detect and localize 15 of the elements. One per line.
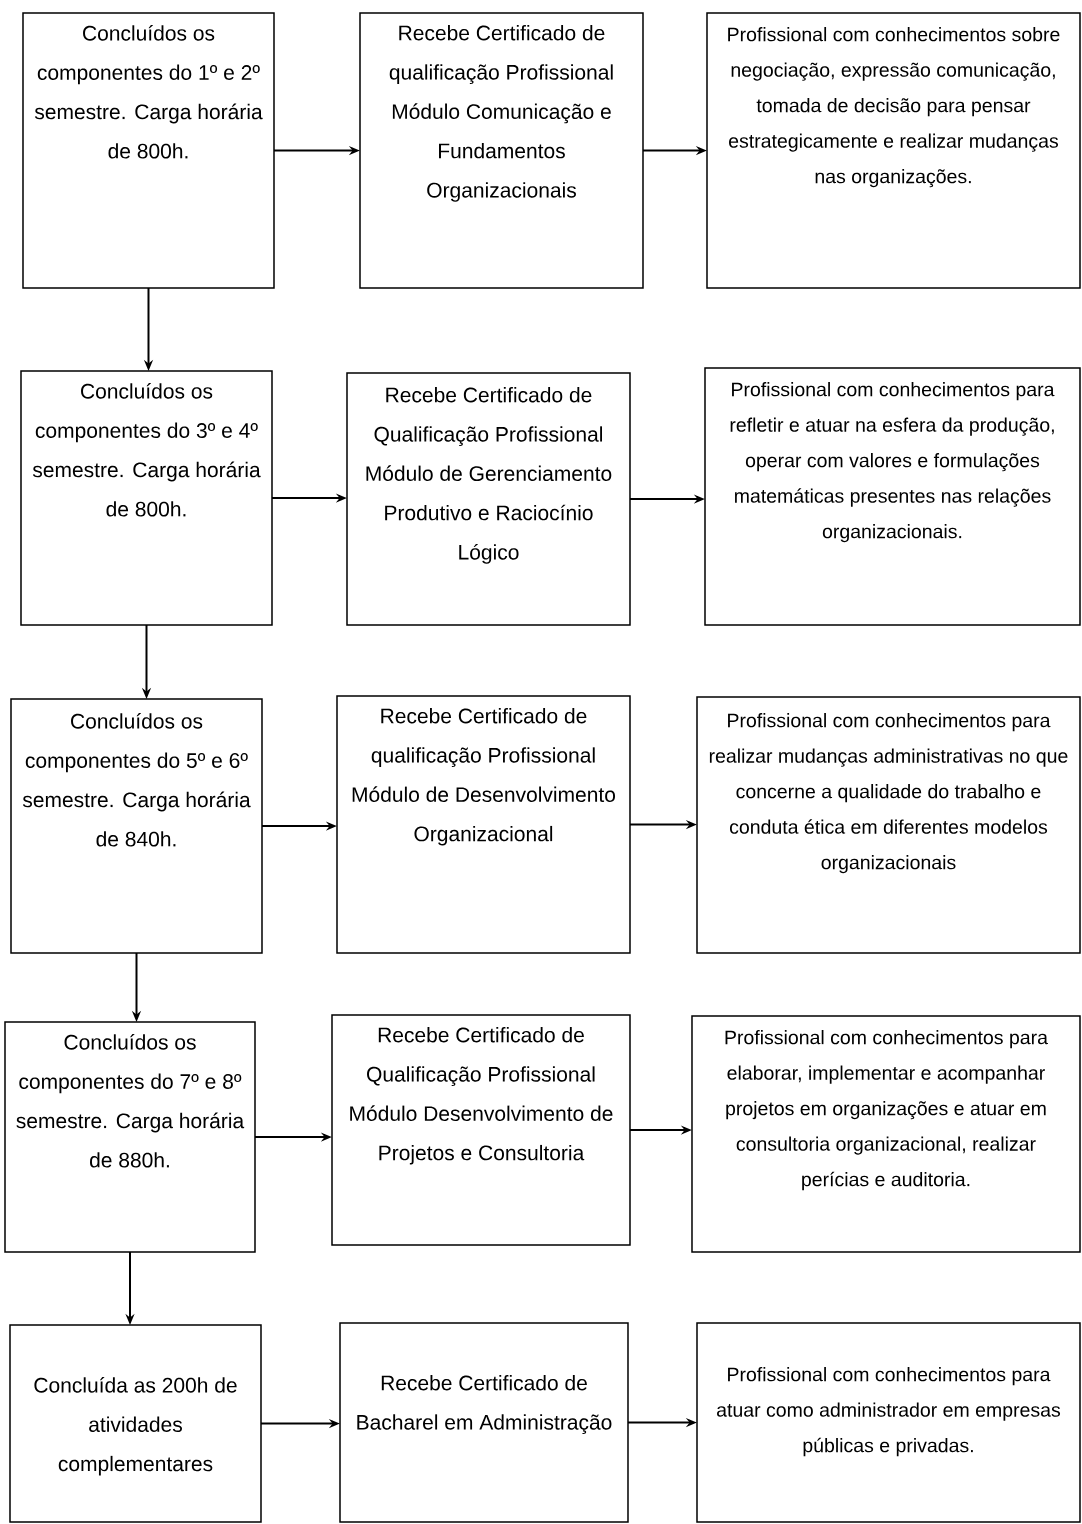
text-box: Profissional com conhecimentos para refletir e atuar na esfera da produção, operar com valores e formulações matemáticas presentes nas relações organizacionais. [704, 367, 1081, 626]
text-box: Concluídos os componentes do 7º e 8º semestre. Carga horária de 880h. [4, 1021, 256, 1253]
text-box: Recebe Certificado de Qualificação Profissional Módulo Desenvolvimento de Projetos e Consultoria [331, 1014, 631, 1246]
text-box: Profissional com conhecimentos para elaborar, implementar e acompanhar projetos em organizações e atuar em consultoria organizacional, realizar perícias e auditoria. [691, 1015, 1081, 1253]
text-box: Concluídos os componentes do 3º e 4º semestre. Carga horária de 800h. [20, 370, 273, 626]
text-box: Recebe Certificado de qualificação Profissional Módulo de Desenvolvimento Organizacional [336, 695, 631, 954]
text-box: Concluídos os componentes do 1º e 2º semestre. Carga horária de 800h. [22, 12, 275, 289]
text-box: Concluídos os componentes do 5º e 6º semestre. Carga horária de 840h. [10, 698, 263, 954]
text-box: Profissional com conhecimentos sobre negociação, expressão comunicação, tomada de decisão para pensar estrategicamente e realizar mudanças nas organizações. [706, 12, 1081, 289]
text-box: Recebe Certificado de qualificação Profissional Módulo Comunicação e Fundamentos Organizacionais [359, 12, 644, 289]
text-box: Recebe Certificado de Bacharel em Administração [339, 1322, 629, 1523]
text-box: Profissional com conhecimentos para realizar mudanças administrativas no que concerne a qualidade do trabalho e conduta ética em diferentes modelos organizacionais [696, 696, 1081, 954]
text-box: Concluída as 200h de atividades complementares [9, 1324, 262, 1523]
text-box: Profissional com conhecimentos para atuar como administrador em empresas públicas e privadas. [696, 1322, 1081, 1523]
text-box: Recebe Certificado de Qualificação Profissional Módulo de Gerenciamento Produtivo e Raciocínio Lógico [346, 372, 631, 626]
